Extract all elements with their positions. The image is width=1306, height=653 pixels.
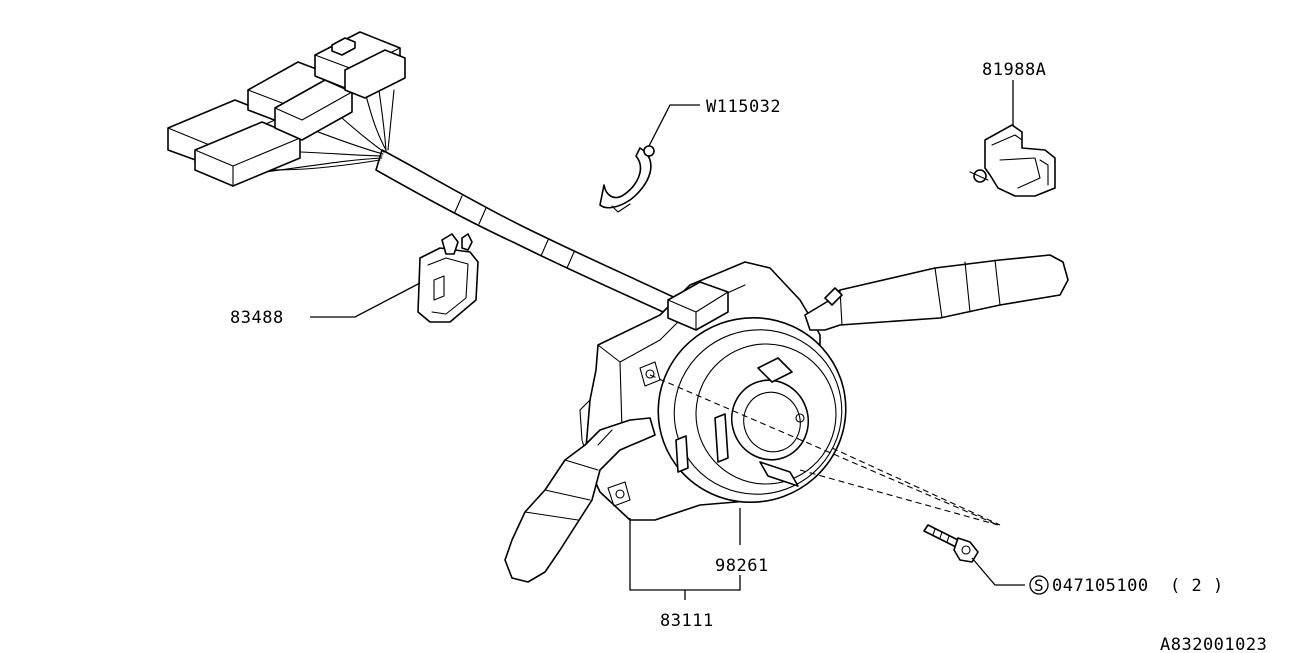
label-screw-qty: ( 2 ) bbox=[1170, 576, 1224, 596]
label-bracket: 81988A bbox=[982, 60, 1046, 80]
harness-connector-small bbox=[314, 31, 406, 99]
label-roll-connector: 98261 bbox=[715, 556, 769, 576]
screw-marker: S bbox=[1034, 576, 1044, 595]
harness-connector-middle bbox=[247, 61, 353, 141]
screw-marker-circle bbox=[1029, 575, 1049, 595]
diagram-id: A832001023 bbox=[1160, 635, 1267, 653]
wiper-lever bbox=[804, 254, 1069, 331]
label-connector-holder: 83488 bbox=[230, 308, 284, 328]
screw-leader bbox=[971, 557, 1025, 586]
label-combination-switch: 83111 bbox=[660, 611, 714, 631]
connector-holder bbox=[417, 233, 479, 323]
bracket bbox=[969, 124, 1056, 197]
harness-connector-large bbox=[167, 99, 301, 187]
alignment-lines bbox=[649, 374, 1001, 526]
label-wire-clip: W115032 bbox=[706, 97, 781, 117]
turn-signal-lever bbox=[504, 417, 656, 583]
screw bbox=[923, 524, 979, 563]
connector-holder-leader bbox=[310, 282, 421, 318]
label-screw: 047105100 bbox=[1052, 576, 1149, 596]
wire-clip bbox=[599, 145, 655, 213]
roll-connector bbox=[657, 316, 847, 504]
wire-clip-leader bbox=[648, 104, 700, 147]
combination-switch-leader bbox=[629, 518, 741, 591]
screw-callout: S 047105100 ( 2 ) bbox=[1029, 575, 1224, 596]
